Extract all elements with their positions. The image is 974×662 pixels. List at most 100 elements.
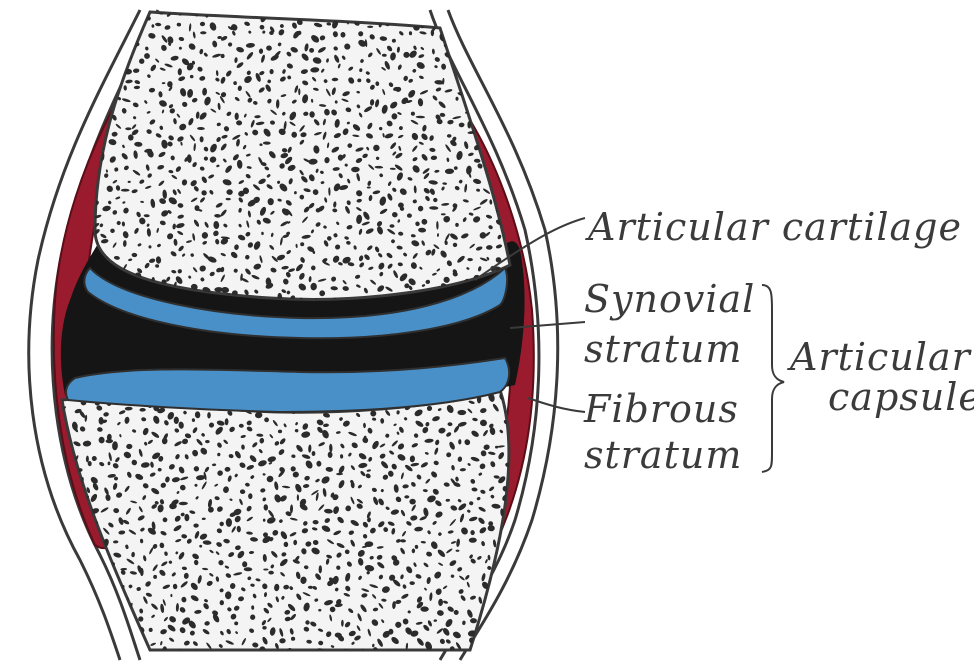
trabecula-mark xyxy=(515,615,521,621)
trabecula-mark xyxy=(90,577,98,581)
trabecula-mark xyxy=(335,653,341,660)
trabecula-mark xyxy=(83,548,93,552)
trabecula-mark xyxy=(247,8,254,15)
trabecula-mark xyxy=(249,656,255,660)
trabecula-mark xyxy=(116,78,121,82)
trabecula-mark xyxy=(81,591,88,598)
trabecula-mark xyxy=(356,8,362,13)
trabecula-mark xyxy=(85,542,91,548)
trabecula-mark xyxy=(487,51,494,56)
trabecula-mark xyxy=(466,70,471,75)
trabecula-mark xyxy=(486,42,492,48)
trabecula-mark xyxy=(114,629,120,635)
trabecula-mark xyxy=(66,495,71,500)
trabecula-mark xyxy=(511,590,520,599)
trabecula-mark xyxy=(513,87,520,95)
trabecula-mark xyxy=(418,9,422,13)
trabecula-mark xyxy=(92,71,97,75)
trabecula-mark xyxy=(100,35,107,42)
trabecula-mark xyxy=(95,110,101,114)
trabecula-mark xyxy=(97,632,102,636)
trabecula-mark xyxy=(490,638,500,647)
trabecula-mark xyxy=(262,626,266,630)
trabecula-mark xyxy=(92,13,96,17)
trabecula-mark xyxy=(514,15,518,19)
trabecula-mark xyxy=(398,13,406,21)
trabecula-mark xyxy=(97,641,103,647)
trabecula-mark xyxy=(183,652,192,661)
trabecula-mark xyxy=(513,54,517,58)
trabecula-mark xyxy=(479,55,486,62)
trabecula-mark xyxy=(88,649,92,656)
trabecula-mark xyxy=(59,618,67,626)
trabecula-mark xyxy=(515,29,519,34)
trabecula-mark xyxy=(491,64,496,70)
trabecula-mark xyxy=(59,625,67,633)
trabecula-mark xyxy=(486,6,494,16)
trabecula-mark xyxy=(78,601,86,608)
trabecula-mark xyxy=(476,42,482,49)
trabecula-mark xyxy=(332,16,336,19)
trabecula-mark xyxy=(95,649,105,656)
trabecula-mark xyxy=(99,64,104,69)
trabecula-mark xyxy=(57,475,66,481)
trabecula-mark xyxy=(487,20,491,28)
trabecula-mark xyxy=(104,556,108,560)
trabecula-mark xyxy=(481,102,491,107)
trabecula-mark xyxy=(68,638,76,646)
trabecula-mark xyxy=(513,540,518,544)
trabecula-mark xyxy=(102,635,107,641)
label-fibrous-stratum-line2: stratum xyxy=(584,433,742,477)
trabecula-mark xyxy=(494,83,500,87)
trabecula-mark xyxy=(63,504,73,511)
trabecula-mark xyxy=(102,6,109,16)
trabecula-mark xyxy=(113,617,120,625)
trabecula-mark xyxy=(89,616,98,621)
trabecula-mark xyxy=(307,15,316,19)
trabecula-mark xyxy=(59,552,66,559)
trabecula-mark xyxy=(495,62,499,71)
trabecula-mark xyxy=(208,7,215,14)
trabecula-mark xyxy=(514,604,522,613)
trabecula-mark xyxy=(487,80,493,87)
trabecula-mark xyxy=(64,542,68,546)
trabecula-mark xyxy=(441,213,446,215)
trabecula-mark xyxy=(510,578,515,583)
trabecula-mark xyxy=(501,141,504,145)
trabecula-mark xyxy=(104,49,109,54)
trabecula-mark xyxy=(318,12,327,20)
trabecula-mark xyxy=(135,26,140,31)
trabecula-mark xyxy=(385,12,390,17)
trabecula-mark xyxy=(479,639,484,646)
trabecula-mark xyxy=(87,133,94,136)
trabecula-mark xyxy=(121,24,128,31)
trabecula-mark xyxy=(92,561,95,566)
trabecula-mark xyxy=(268,7,274,13)
label-articular-capsule-line2: capsule xyxy=(828,375,974,419)
trabecula-mark xyxy=(466,81,472,87)
trabecula-mark xyxy=(499,31,508,41)
trabecula-mark xyxy=(454,16,462,21)
trabecula-mark xyxy=(111,32,116,40)
trabecula-mark xyxy=(108,39,118,48)
trabecula-mark xyxy=(62,652,71,656)
trabecula-mark xyxy=(467,652,471,660)
trabecula-mark xyxy=(401,651,411,661)
trabecula-mark xyxy=(365,9,372,16)
label-fibrous-stratum-line1: Fibrous xyxy=(583,387,739,431)
trabecula-mark xyxy=(505,108,514,114)
trabecula-mark xyxy=(420,606,428,611)
trabecula-mark xyxy=(500,650,506,655)
trabecula-mark xyxy=(68,596,75,605)
trabecula-mark xyxy=(474,22,479,26)
trabecula-mark xyxy=(502,24,508,30)
trabecula-mark xyxy=(513,530,518,537)
trabecula-mark xyxy=(457,410,466,415)
trabecula-mark xyxy=(58,462,64,468)
trabecula-mark xyxy=(485,34,493,41)
trabecula-mark xyxy=(74,528,80,536)
trabecula-mark xyxy=(83,584,90,592)
trabecula-mark xyxy=(480,111,486,117)
trabecula-mark xyxy=(200,136,204,142)
trabecula-mark xyxy=(483,653,489,659)
